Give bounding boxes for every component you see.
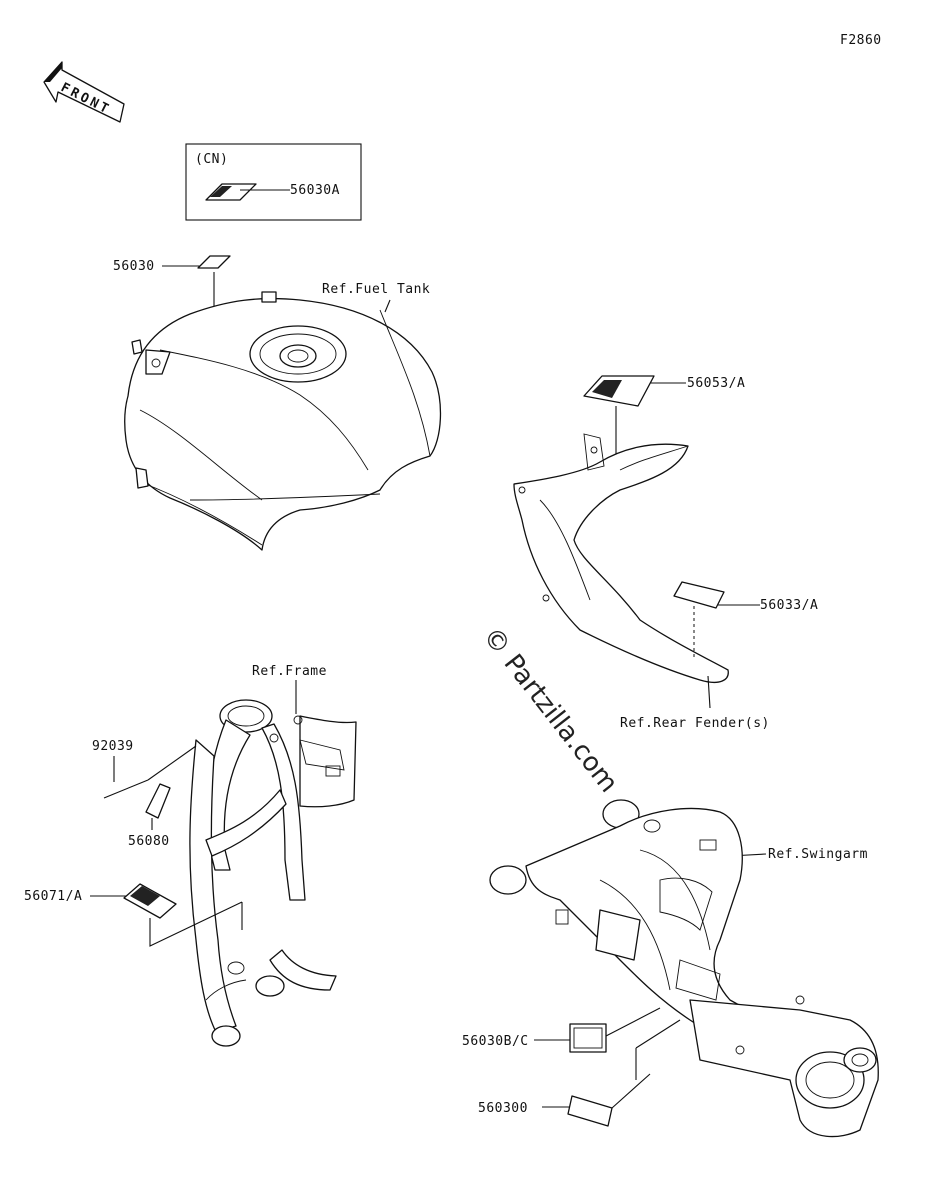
label-92039: 92039 <box>92 739 134 754</box>
watermark-text: © Partzilla.com <box>476 622 623 799</box>
label-ref-frame: Ref.Frame <box>252 664 327 679</box>
label-56033: 56033/A <box>760 598 818 613</box>
part-56080: 56080 <box>128 783 171 849</box>
label-ref-fuel-tank: Ref.Fuel Tank <box>322 282 430 297</box>
label-56030BC: 56030B/C <box>462 1034 529 1049</box>
figure-code: F2860 <box>840 33 882 48</box>
cn-variant-box: (CN) 56030A <box>185 143 362 221</box>
label-56053: 56053/A <box>687 376 745 391</box>
decal-56030BC: 56030B/C <box>462 1007 661 1053</box>
swingarm <box>489 799 879 1138</box>
front-arrow-icon: FRONT <box>43 61 125 123</box>
rear-fender <box>513 433 729 684</box>
frame <box>189 699 357 1047</box>
decal-560300: 560300 <box>478 1019 681 1127</box>
decal-56053: 56053/A <box>583 375 745 462</box>
label-ref-rear-fender: Ref.Rear Fender(s) <box>620 716 770 731</box>
cn-box-title: (CN) <box>195 152 228 167</box>
fuel-tank <box>124 291 442 551</box>
label-56030: 56030 <box>113 259 155 274</box>
part-92039: 92039 <box>92 739 197 799</box>
label-56071: 56071/A <box>24 889 82 904</box>
label-56030A: 56030A <box>290 183 340 198</box>
decal-56071: 56071/A <box>24 883 243 947</box>
label-560300: 560300 <box>478 1101 528 1116</box>
decal-56033: 56033/A <box>673 581 818 660</box>
label-ref-swingarm: Ref.Swingarm <box>768 847 868 862</box>
label-56080: 56080 <box>128 834 170 849</box>
